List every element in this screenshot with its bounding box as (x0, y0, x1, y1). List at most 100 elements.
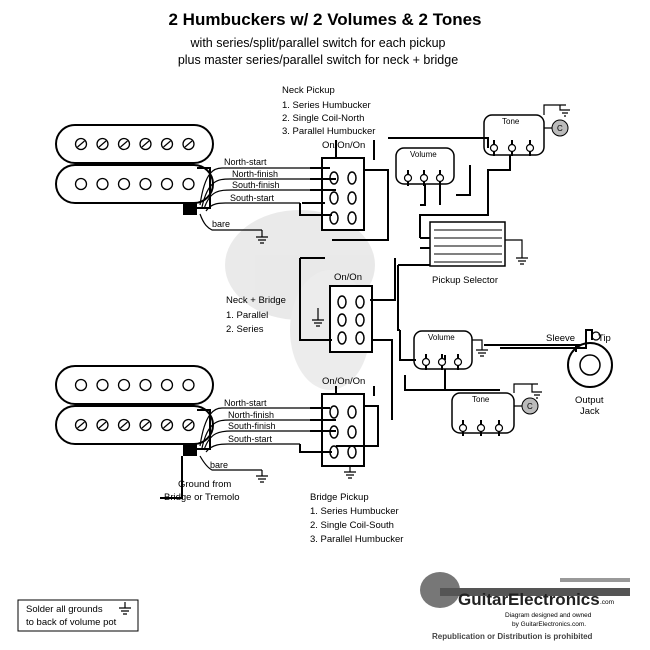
switch-lug (347, 171, 357, 185)
note-line2: to back of volume pot (26, 617, 117, 628)
switch-lug (329, 191, 339, 205)
bridge-option-2: 2. Single Coil-South (310, 520, 394, 531)
bridge-ground-icon (256, 470, 268, 483)
diagram-subtitle-line2: plus master series/parallel switch for n… (178, 53, 458, 67)
note-line1: Solder all grounds (26, 604, 103, 615)
neck-volume-label: Volume (410, 150, 437, 159)
neck-switch-label: On/On/On (322, 140, 365, 151)
pole-piece (160, 378, 174, 392)
switch-lug (347, 425, 357, 439)
switch-lug (329, 405, 339, 419)
neck-wires (197, 167, 310, 231)
neck-pickup (55, 124, 214, 215)
neck-bridge-switch-label: On/On (334, 272, 362, 283)
pole-piece (182, 177, 195, 191)
neck-tone-pot: Tone (483, 114, 545, 156)
neck-wire-south-start: South-start (230, 193, 275, 203)
neck-bridge-heading: Neck + Bridge (226, 295, 286, 306)
bridge-wire-south-start: South-start (228, 434, 273, 444)
pickup-selector (429, 221, 506, 267)
neck-ground-icon (256, 230, 268, 244)
switch-lug (355, 295, 365, 309)
neck-option-3: 3. Parallel Humbucker (282, 126, 375, 137)
bridge-switch-ground-icon (344, 466, 356, 479)
diagram-title: 2 Humbuckers w/ 2 Volumes & 2 Tones (168, 10, 481, 29)
switch-lug (337, 313, 347, 327)
pot-lug (458, 423, 468, 433)
bridge-wire-south-finish: South-finish (228, 421, 276, 431)
bridge-vol-ground-icon (472, 339, 488, 357)
pot-lug (403, 173, 413, 183)
nb-ground-icon (312, 308, 324, 327)
switch-lug (329, 211, 339, 225)
bridge-option-3: 3. Parallel Humbucker (310, 534, 403, 545)
bridge-tone-label: Tone (472, 395, 490, 404)
pole-piece (139, 378, 152, 392)
neck-pickup-heading: Neck Pickup (282, 85, 335, 96)
pot-lug (437, 357, 447, 367)
neck-bridge-option-1: 1. Parallel (226, 310, 268, 321)
jack-tip-label: Tip (598, 333, 611, 344)
neck-wire-north-start: North-start (224, 157, 267, 167)
pole-piece (74, 177, 88, 191)
pot-lug (476, 423, 486, 433)
svg-text:C: C (527, 402, 533, 411)
pot-lug (525, 143, 535, 153)
ground-note-box: Solder all grounds to back of volume pot (17, 599, 139, 632)
logo-brand-suffix: .com (600, 599, 614, 606)
neck-bridge-option-2: 2. Series (226, 324, 264, 335)
bridge-wires (197, 407, 310, 471)
logo-brand: GuitarElectronics (458, 590, 600, 609)
logo-credit-line2: by GuitarElectronics.com. (512, 621, 586, 628)
bridge-tone-pot: Tone (451, 392, 515, 436)
logo-credit-line1: Diagram designed and owned (505, 612, 592, 619)
pole-piece (160, 177, 174, 191)
neck-wire-north-finish: North-finish (232, 169, 278, 179)
neck-option-2: 2. Single Coil-North (282, 113, 364, 124)
switch-lug (355, 331, 365, 345)
svg-text:C: C (557, 124, 563, 133)
bridge-option-1: 1. Series Humbucker (310, 506, 399, 517)
pickup-selector-label: Pickup Selector (432, 275, 498, 286)
switch-lug (337, 331, 347, 345)
jack-sleeve-label: Sleeve (546, 333, 575, 344)
ground-label-line1: Ground from (178, 479, 231, 490)
neck-wire-bare: bare (212, 219, 230, 229)
switch-lug (347, 445, 357, 459)
switch-lug (355, 313, 365, 327)
pot-lug (421, 357, 431, 367)
switch-lug (347, 191, 357, 205)
pole-piece (117, 378, 131, 392)
ground-symbol-icon (119, 602, 131, 615)
diagram-subtitle-line1: with series/split/parallel switch for ea… (190, 36, 446, 50)
bridge-wire-north-start: North-start (224, 398, 267, 408)
ground-label-line2: Bridge or Tremolo (164, 492, 240, 503)
logo-notice: Republication or Distribution is prohibi… (432, 632, 593, 641)
switch-lug (347, 405, 357, 419)
bridge-switch-label: On/On/On (322, 376, 365, 387)
output-jack (567, 331, 613, 388)
neck-option-1: 1. Series Humbucker (282, 100, 371, 111)
bridge-pickup-heading: Bridge Pickup (310, 492, 369, 503)
jack-label-line2: Jack (580, 406, 600, 417)
pot-lug (453, 357, 463, 367)
neck-wire-south-finish: South-finish (232, 180, 280, 190)
neck-volume-pot: Volume (395, 147, 455, 186)
bridge-wire-bare: bare (210, 460, 228, 470)
pole-piece (96, 378, 109, 392)
pot-lug (489, 143, 499, 153)
pole-piece (96, 177, 109, 191)
bridge-volume-pot: Volume (413, 330, 473, 370)
pot-lug (494, 423, 504, 433)
bridge-pickup (55, 365, 214, 456)
selector-ground-icon (505, 239, 528, 265)
pole-piece (117, 177, 131, 191)
jack-label-line1: Output (575, 395, 604, 406)
pole-piece (74, 378, 88, 392)
guitarelectronics-logo: GuitarElectronics .com Diagram designed … (420, 572, 630, 641)
pot-lug (507, 143, 517, 153)
neck-tone-label: Tone (502, 117, 520, 126)
pole-piece (182, 378, 195, 392)
switch-lug (337, 295, 347, 309)
bridge-wire-north-finish: North-finish (228, 410, 274, 420)
